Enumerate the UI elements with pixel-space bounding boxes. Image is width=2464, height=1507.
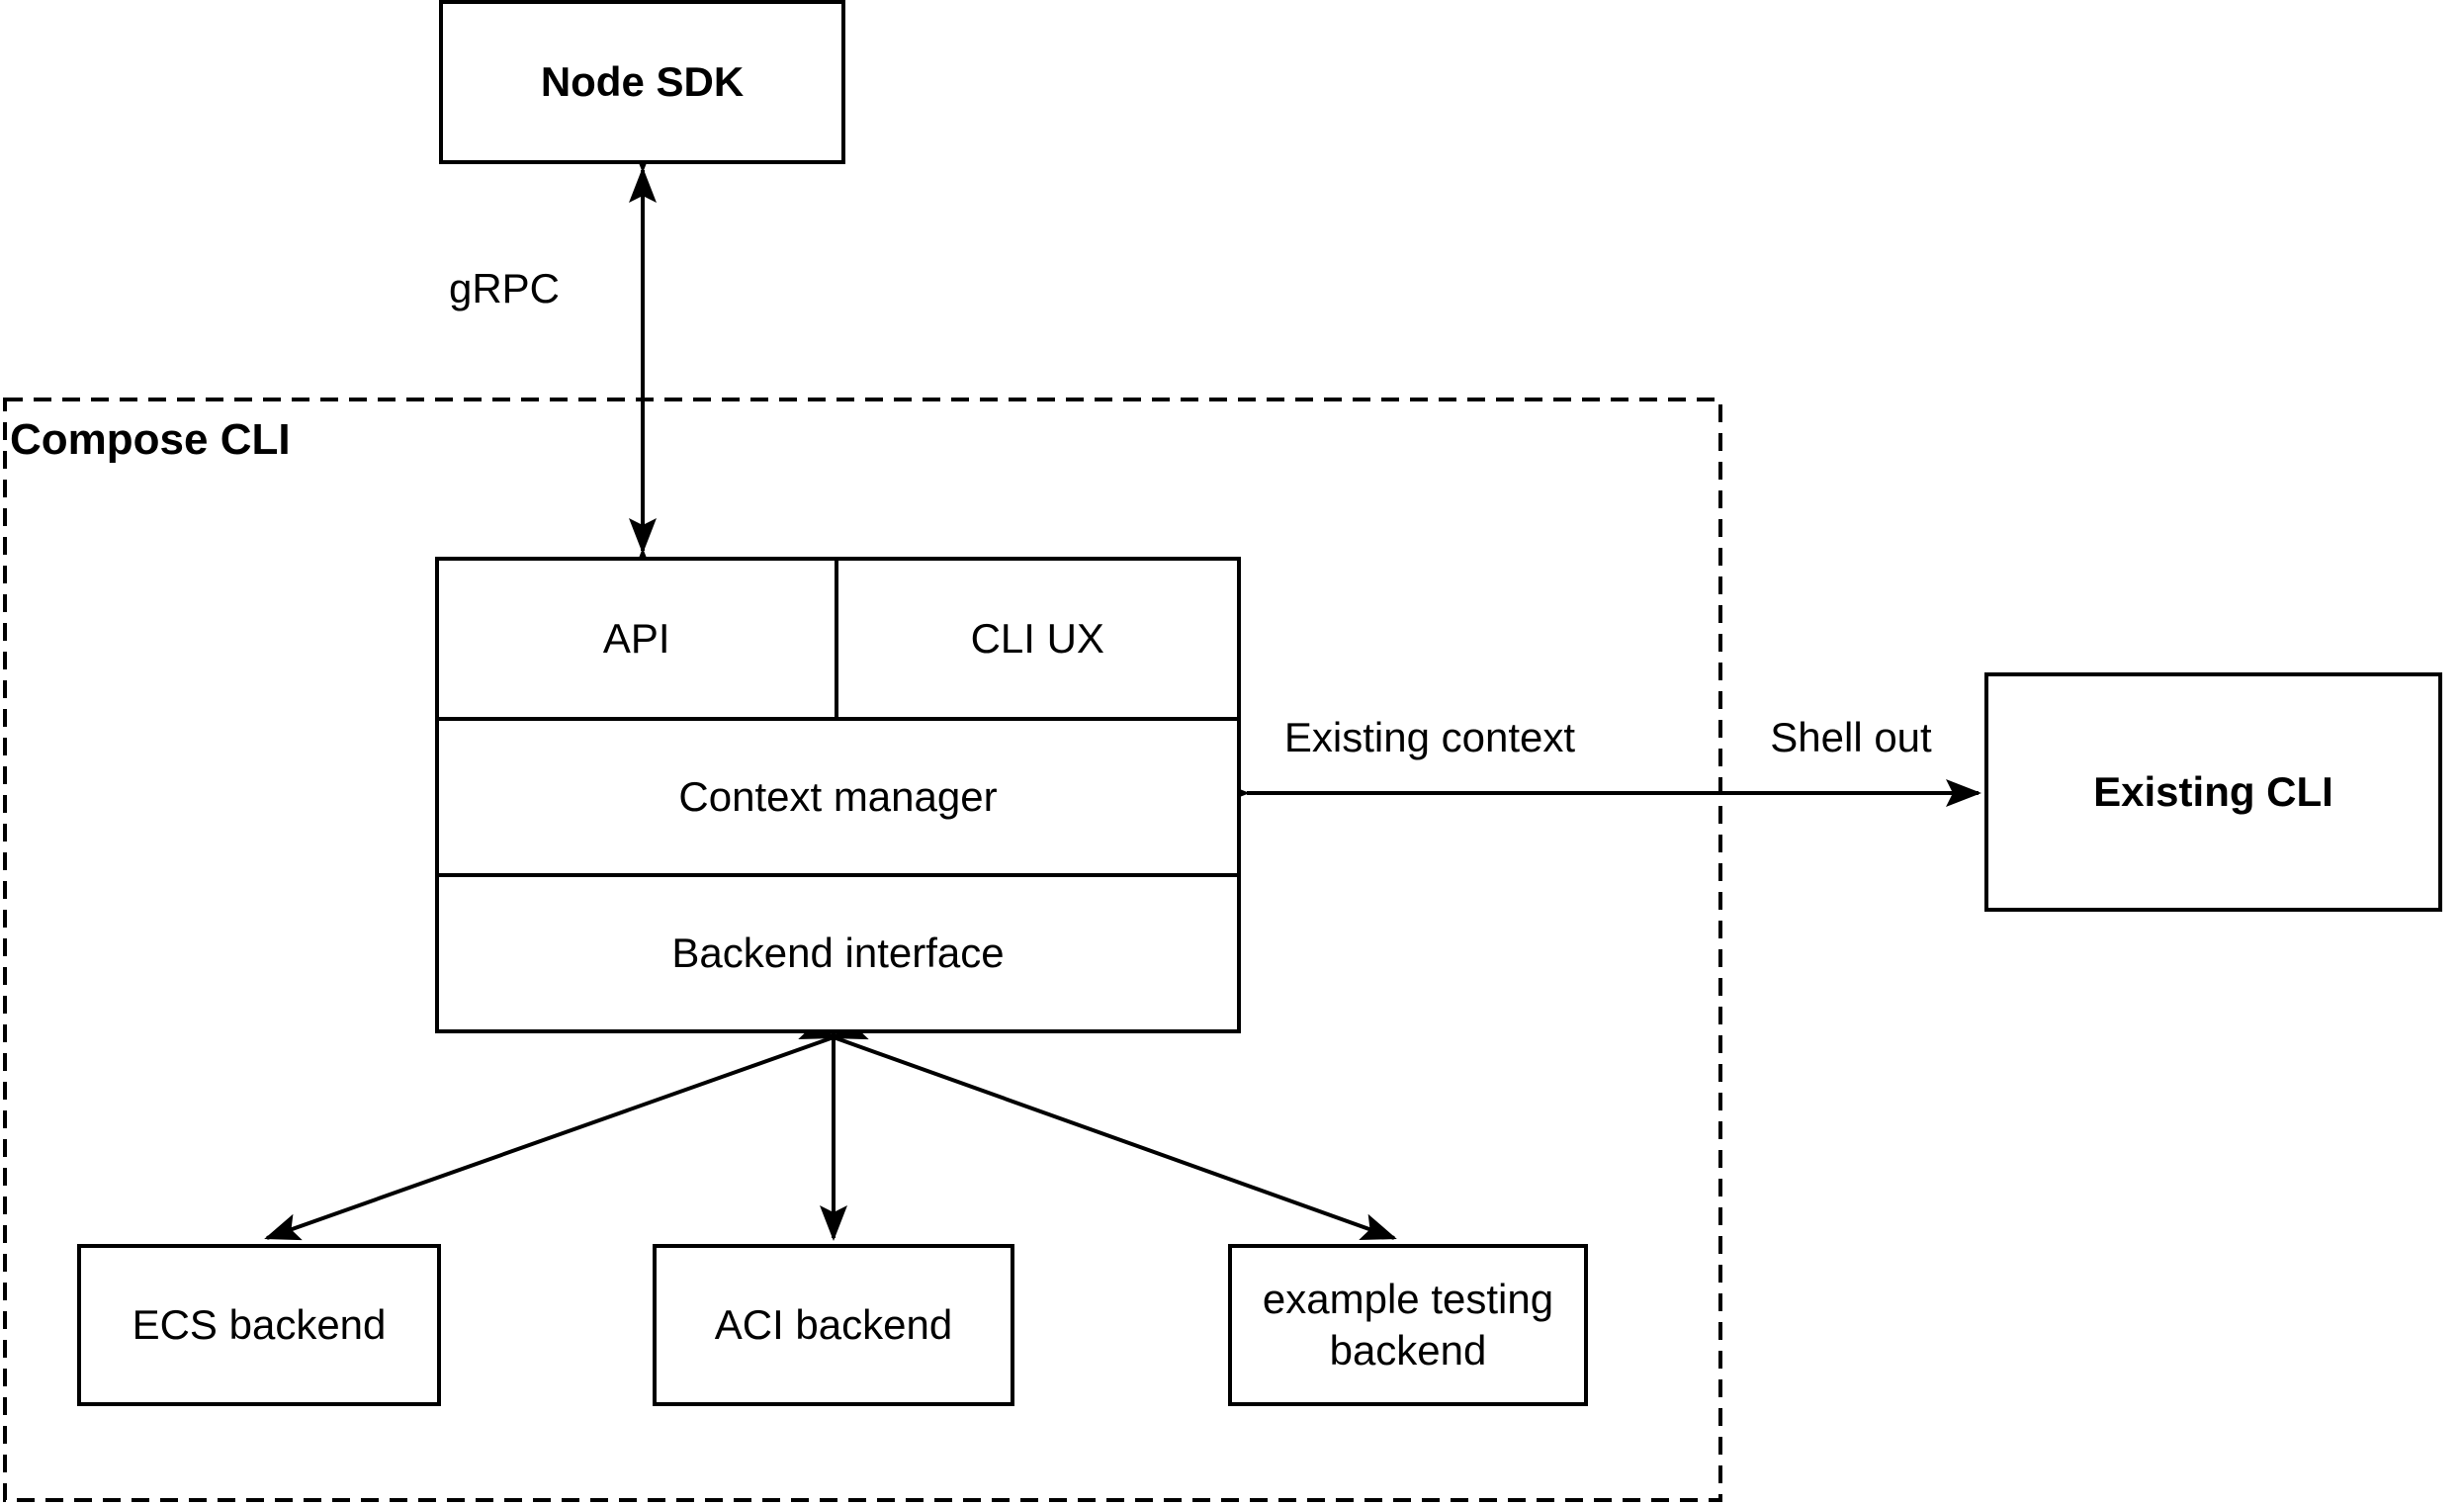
ecs-backend-box: ECS backend [77,1244,441,1406]
cli-ux-label: CLI UX [970,615,1104,662]
context-manager-label: Context manager [678,773,998,820]
cli-ux-cell: CLI UX [838,561,1238,717]
edge-backend-example [798,1013,1397,1241]
ecs-backend-label: ECS backend [132,1300,387,1348]
context-manager-cell: Context manager [439,717,1237,873]
aci-backend-label: ACI backend [714,1300,953,1348]
edge-backend-ecs [264,1013,869,1241]
example-testing-backend-box: example testing backend [1228,1244,1588,1406]
aci-backend-box: ACI backend [653,1244,1014,1406]
compose-cli-container-border [3,398,1722,1502]
compose-cli-core-box: API CLI UX Context manager Backend inter… [435,557,1241,1033]
api-cell: API [439,561,838,717]
existing-cli-box: Existing CLI [1984,672,2442,912]
edge-label-shell-out: Shell out [1770,714,1932,760]
edge-label-grpc: gRPC [448,265,561,311]
backend-interface-cell: Backend interface [439,873,1237,1029]
example-testing-backend-label: example testing backend [1262,1275,1554,1374]
existing-cli-label: Existing CLI [2093,767,2333,815]
compose-cli-label: Compose CLI [10,415,291,464]
edge-label-existing-context: Existing context [1283,714,1576,760]
backend-interface-label: Backend interface [671,930,1005,976]
core-box-top-row: API CLI UX [439,561,1237,717]
node-sdk-box: Node SDK [439,0,845,164]
node-sdk-label: Node SDK [540,57,745,105]
api-label: API [602,615,670,662]
